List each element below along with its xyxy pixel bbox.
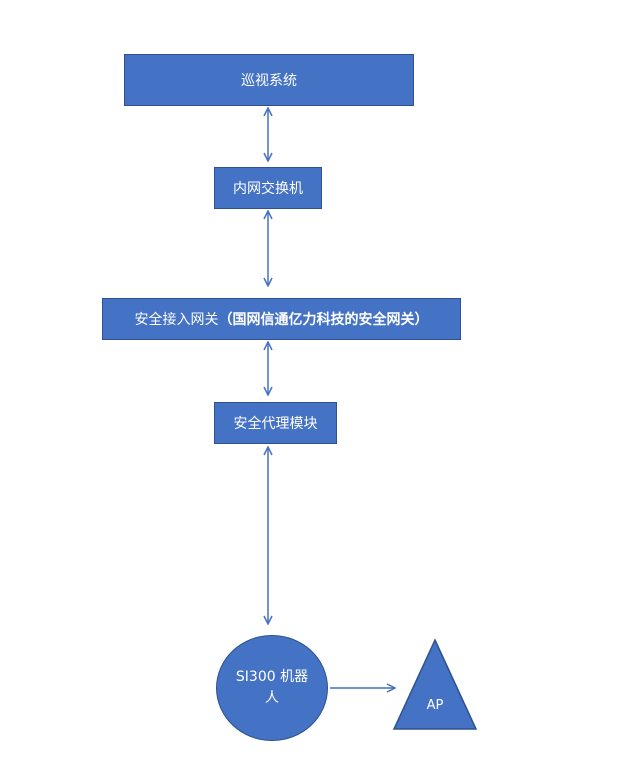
security-proxy-module-box: 安全代理模块 [214,402,337,444]
patrol-system-label: 巡视系统 [241,73,297,89]
ap-triangle [392,638,478,730]
robot-circle: SI300 机器人 [216,635,328,741]
ap-label: AP [426,698,444,713]
intranet-switch-label: 内网交换机 [233,181,303,197]
patrol-system-box: 巡视系统 [124,54,414,106]
proxy-module-label: 安全代理模块 [233,416,318,432]
security-gateway-box: 安全接入网关（国网信通亿力科技的安全网关） [102,298,461,340]
gateway-label-prefix: 安全接入网关 [134,312,219,328]
intranet-switch-box: 内网交换机 [214,167,322,209]
robot-label: SI300 机器人 [235,669,309,706]
gateway-label-detail: （国网信通亿力科技的安全网关） [218,312,429,328]
